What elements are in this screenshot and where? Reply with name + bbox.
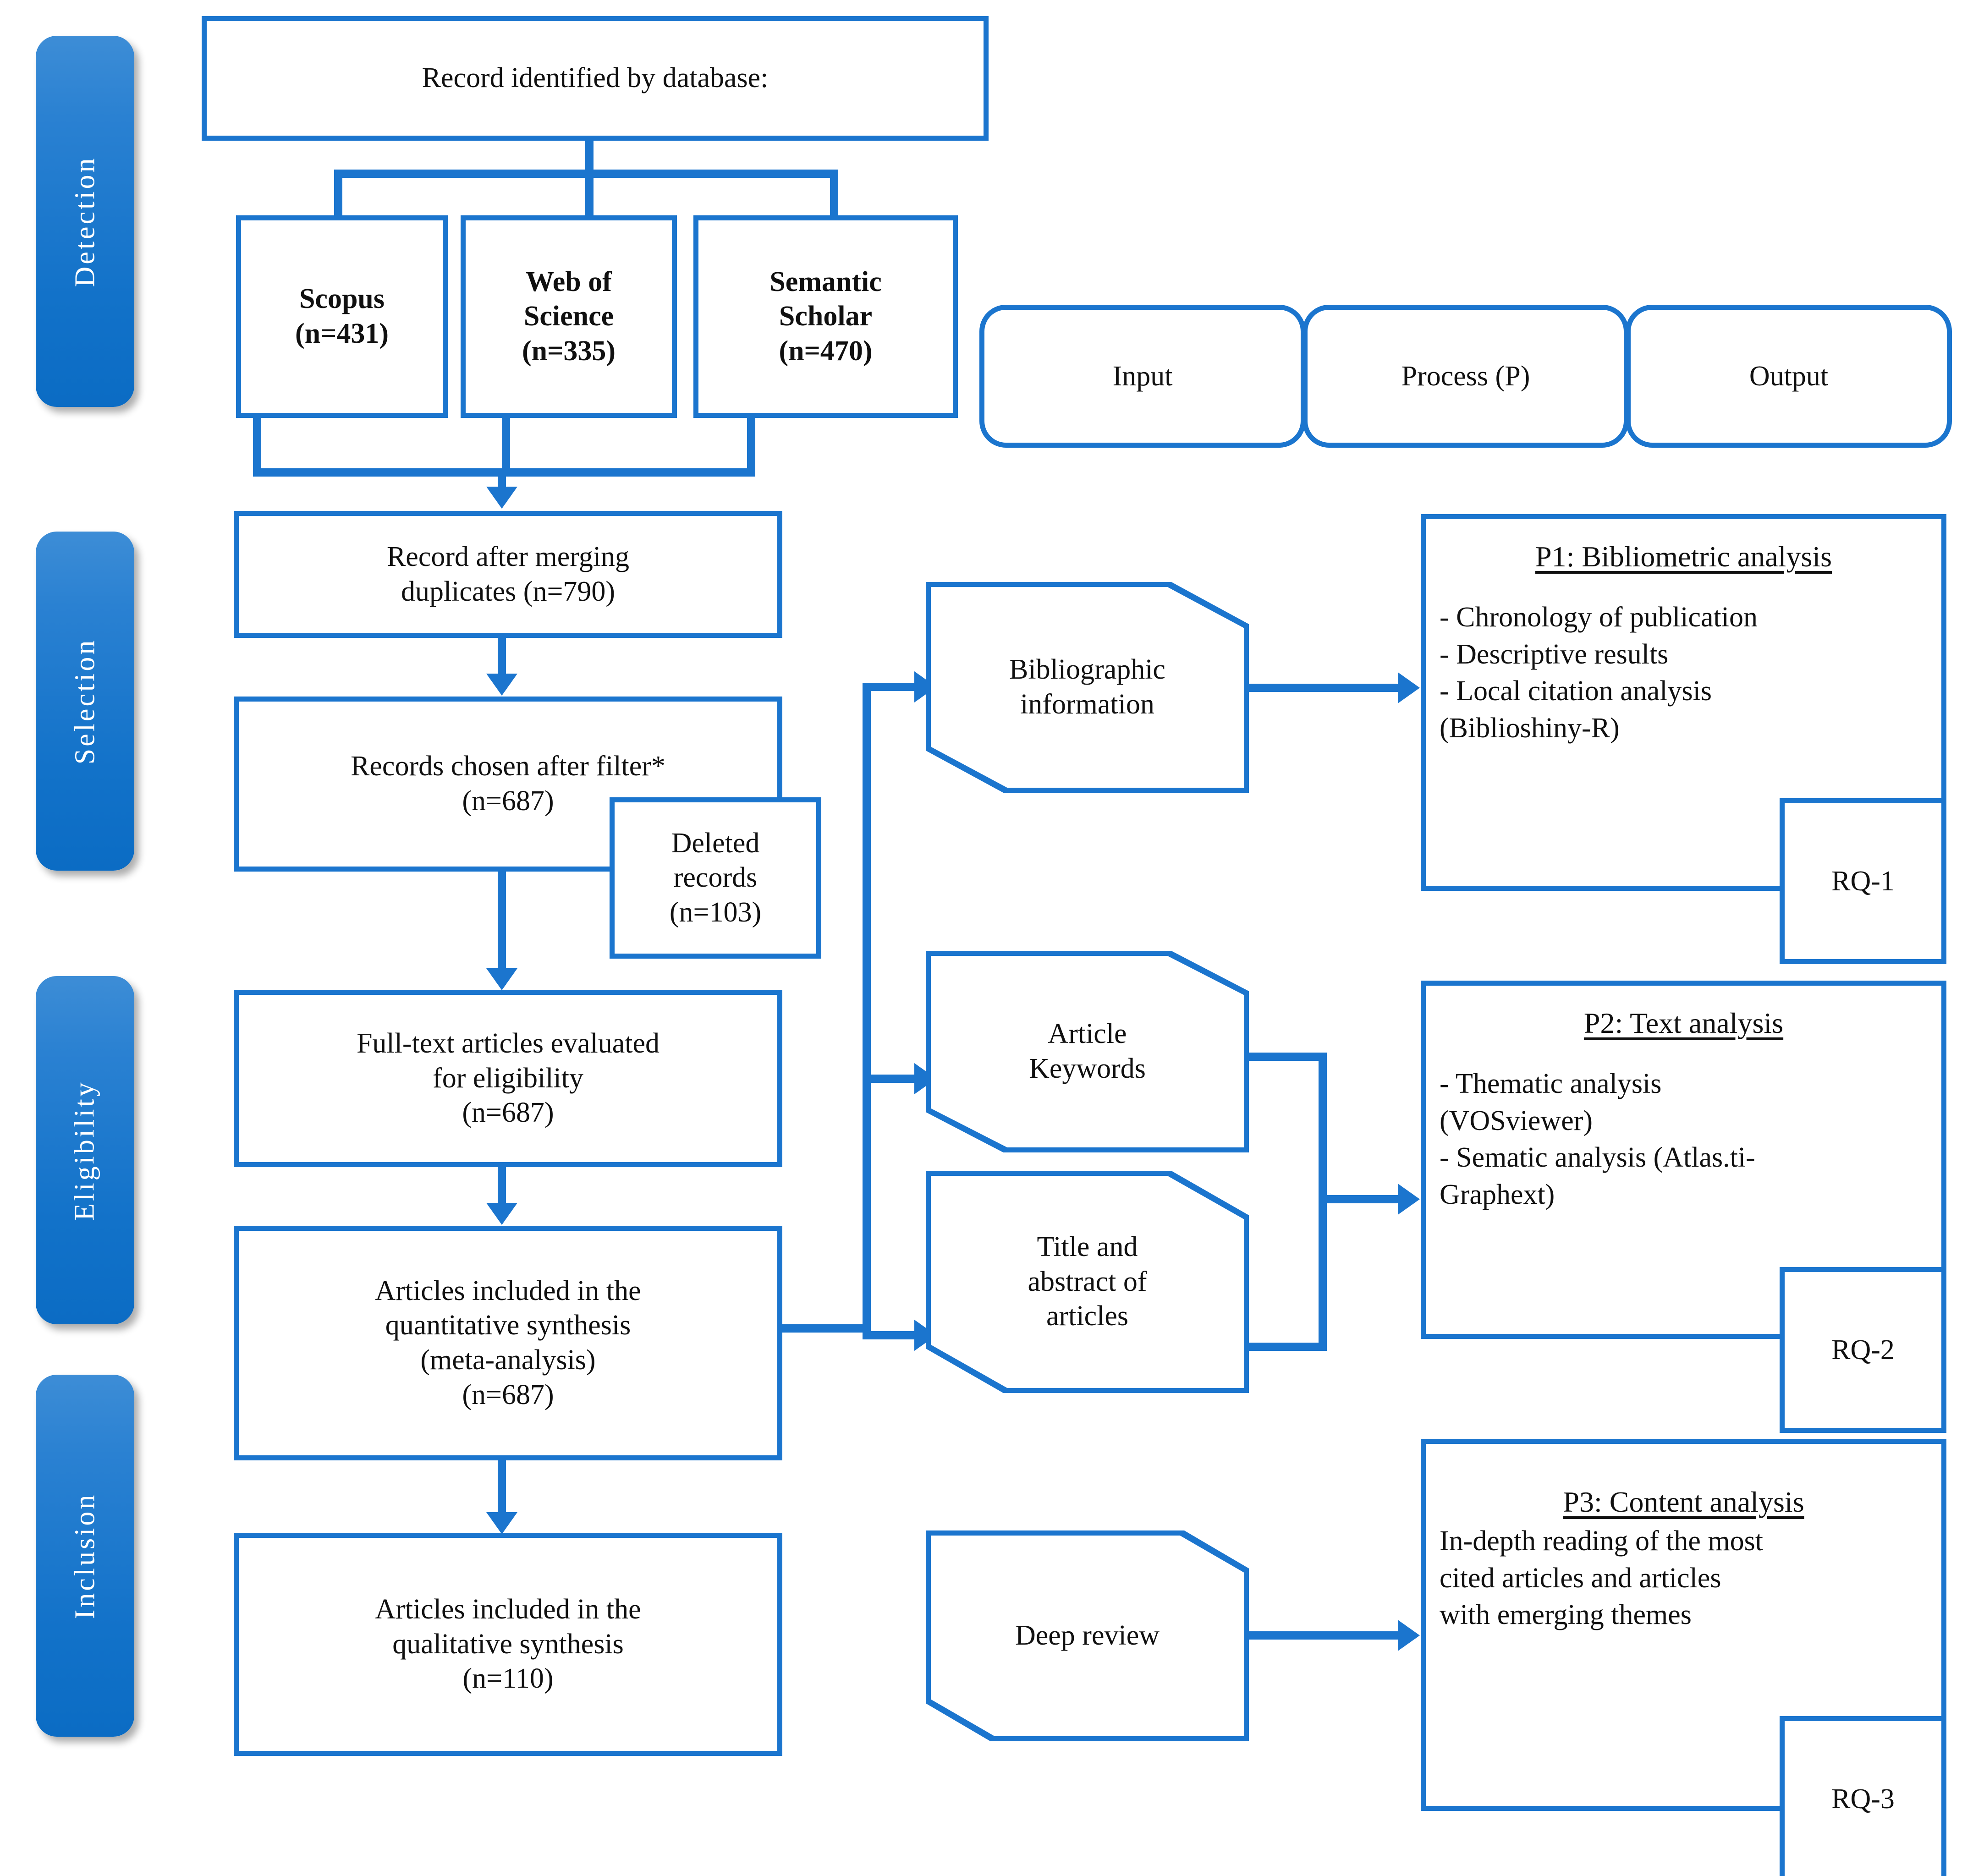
connector-keywords-right xyxy=(1249,1053,1327,1061)
input-doc-keywords-label: Article Keywords xyxy=(931,956,1244,1147)
merged-records-box: Record after merging duplicates (n=790) xyxy=(234,511,782,638)
connector-to-semantic xyxy=(830,170,838,222)
connector-filter-to-fulltext xyxy=(498,861,506,985)
database-semantic-name: Semantic Scholar xyxy=(769,266,882,332)
connector-wos-down xyxy=(502,403,510,477)
connector-title-right xyxy=(1249,1343,1327,1351)
header-pill-process-label: Process (P) xyxy=(1401,360,1530,392)
connector-merged-to-filter xyxy=(498,628,506,680)
process-p3-title: P3: Content analysis xyxy=(1563,1486,1804,1518)
process-panel-p3: P3: Content analysis In-depth reading of… xyxy=(1421,1439,1946,1811)
stage-tab-detection: Detection xyxy=(36,36,134,407)
process-p3-body: In-depth reading of the most cited artic… xyxy=(1440,1525,1763,1631)
database-box-scopus: Scopus (n=431) xyxy=(236,215,448,418)
process-p2-body: - Thematic analysis (VOSviewer) - Semati… xyxy=(1440,1068,1755,1210)
input-doc-deep-review: Deep review xyxy=(926,1530,1249,1741)
rq-badge-2: RQ-2 xyxy=(1780,1267,1946,1433)
stage-tab-detection-label: Detection xyxy=(69,155,101,287)
rq-badge-2-label: RQ-2 xyxy=(1831,1334,1895,1366)
arrow-to-p3 xyxy=(1398,1620,1420,1651)
connector-biblio-to-p1 xyxy=(1249,684,1412,692)
connector-bracket-to-p2 xyxy=(1319,1195,1412,1203)
database-scopus-text: Scopus (n=431) xyxy=(241,282,443,351)
rq-badge-1: RQ-1 xyxy=(1780,798,1946,964)
arrow-to-filter-box xyxy=(486,674,517,696)
connector-fulltext-to-quant xyxy=(498,1157,506,1210)
connector-trunk-to-title xyxy=(863,1331,924,1339)
stage-tab-inclusion-label: Inclusion xyxy=(69,1492,100,1619)
source-record-label: Record identified by database: xyxy=(422,62,769,94)
database-box-wos: Web of Science (n=335) xyxy=(461,215,677,418)
arrow-to-quantitative-box xyxy=(486,1203,517,1225)
header-pill-input-label: Input xyxy=(1112,360,1173,392)
database-semantic-text: Semantic Scholar (n=470) xyxy=(698,265,953,369)
process-p1-title: P1: Bibliometric analysis xyxy=(1535,540,1832,573)
connector-deepreview-to-p3 xyxy=(1249,1631,1412,1640)
arrow-to-p2 xyxy=(1398,1184,1420,1215)
connector-source-stem xyxy=(585,131,594,173)
stage-tab-selection: Selection xyxy=(36,532,134,871)
rq-badge-3: RQ-3 xyxy=(1780,1716,1946,1876)
input-doc-title-abstract: Title and abstract of articles xyxy=(926,1171,1249,1393)
arrow-to-qualitative-box xyxy=(486,1512,517,1534)
connector-quant-to-qual xyxy=(498,1450,506,1524)
fulltext-articles-box: Full-text articles evaluated for eligibi… xyxy=(234,990,782,1167)
connector-to-scopus xyxy=(334,170,342,222)
database-wos-count: (n=335) xyxy=(522,335,616,367)
header-pill-input: Input xyxy=(979,305,1306,448)
database-wos-text: Web of Science (n=335) xyxy=(466,265,672,369)
database-scopus-name: Scopus xyxy=(299,283,385,315)
database-semantic-count: (n=470) xyxy=(779,335,873,367)
quantitative-synthesis-label: Articles included in the quantitative sy… xyxy=(375,1275,641,1410)
header-pill-process: Process (P) xyxy=(1303,305,1629,448)
connector-quant-right xyxy=(772,1324,871,1333)
input-doc-title-abstract-label: Title and abstract of articles xyxy=(931,1176,1244,1388)
connector-scopus-down xyxy=(253,403,261,477)
header-pill-output: Output xyxy=(1626,305,1952,448)
rq-badge-3-label: RQ-3 xyxy=(1831,1783,1895,1815)
quantitative-synthesis-box: Articles included in the quantitative sy… xyxy=(234,1226,782,1460)
process-p2-title: P2: Text analysis xyxy=(1583,1007,1784,1039)
stage-tab-eligibility-label: Eligibility xyxy=(69,1080,101,1221)
qualitative-synthesis-label: Articles included in the qualitative syn… xyxy=(375,1594,641,1695)
stage-tab-eligibility: Eligibility xyxy=(36,976,134,1324)
connector-to-wos xyxy=(585,170,594,222)
rq-badge-1-label: RQ-1 xyxy=(1831,865,1895,897)
input-doc-bibliographic: Bibliographic information xyxy=(926,582,1249,793)
connector-semantic-down xyxy=(747,403,755,477)
merged-records-label: Record after merging duplicates (n=790) xyxy=(386,541,630,607)
database-box-semantic: Semantic Scholar (n=470) xyxy=(693,215,958,418)
source-record-box: Record identified by database: xyxy=(202,16,989,141)
connector-trunk-to-keywords xyxy=(863,1075,924,1083)
qualitative-synthesis-box: Articles included in the qualitative syn… xyxy=(234,1533,782,1756)
header-pill-output-label: Output xyxy=(1749,360,1829,392)
database-scopus-count: (n=431) xyxy=(295,318,389,349)
connector-trunk-to-biblio xyxy=(863,683,924,691)
deleted-records-box: Deleted records (n=103) xyxy=(610,797,821,959)
input-doc-deep-review-label: Deep review xyxy=(931,1536,1244,1736)
arrow-to-p1 xyxy=(1398,672,1420,703)
stage-tab-selection-label: Selection xyxy=(69,638,100,764)
deleted-records-label: Deleted records (n=103) xyxy=(669,827,762,928)
process-p1-body: - Chronology of publication - Descriptiv… xyxy=(1440,602,1758,744)
filtered-records-label: Records chosen after filter* (n=687) xyxy=(351,751,665,817)
connector-input-trunk xyxy=(863,683,871,1333)
input-doc-keywords: Article Keywords xyxy=(926,951,1249,1152)
input-doc-bibliographic-label: Bibliographic information xyxy=(931,587,1244,788)
stage-tab-inclusion: Inclusion xyxy=(36,1375,134,1737)
arrow-to-merged-box xyxy=(486,487,517,509)
arrow-to-fulltext-box xyxy=(486,968,517,990)
fulltext-articles-label: Full-text articles evaluated for eligibi… xyxy=(356,1028,660,1129)
database-wos-name: Web of Science xyxy=(523,266,614,332)
